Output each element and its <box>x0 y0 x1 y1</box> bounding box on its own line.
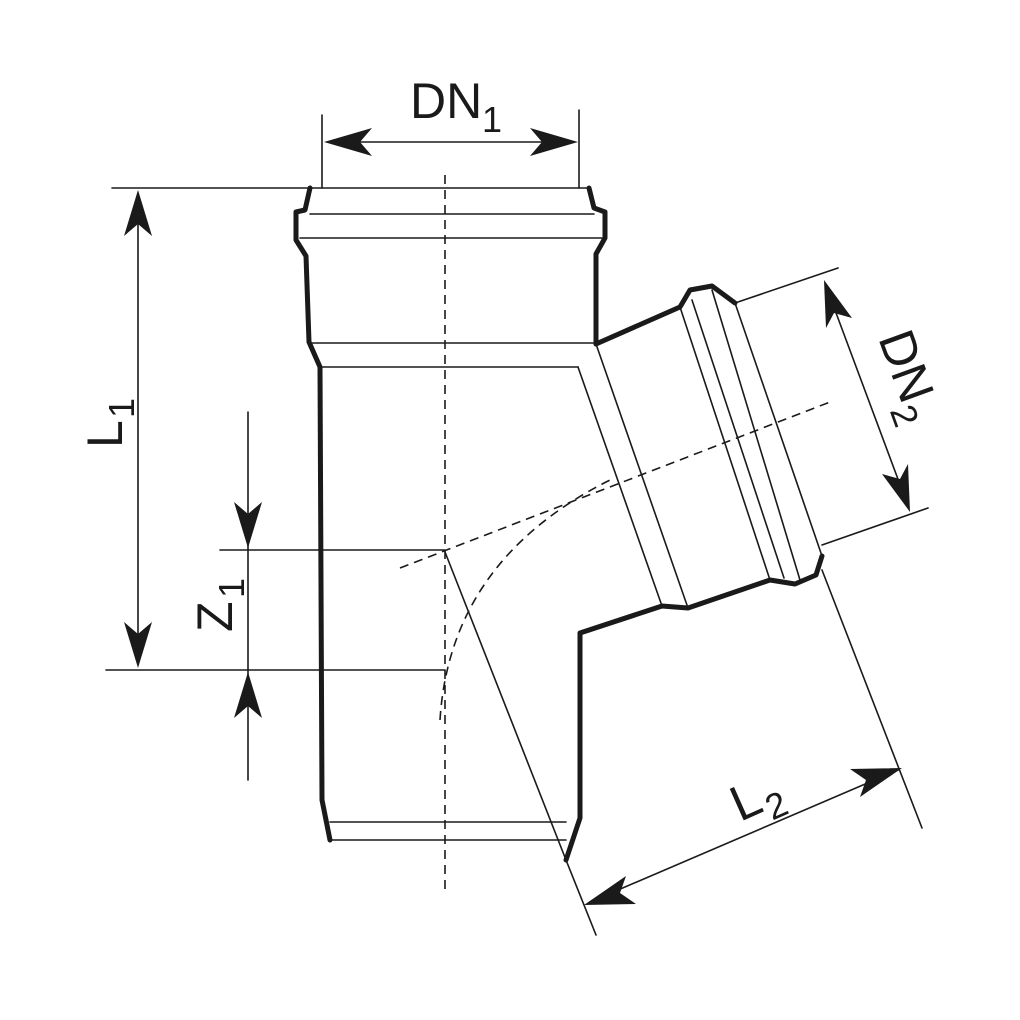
dn1-label: DN <box>410 73 482 129</box>
dn1-dimension: DN 1 <box>321 73 580 189</box>
dn2-label: DN <box>868 323 945 410</box>
l1-arrow-bottom <box>124 622 152 668</box>
dn2-dimension: DN 2 <box>734 267 945 546</box>
l2-dimension: L 2 <box>565 569 923 936</box>
branch-inner-diagonal <box>444 551 567 861</box>
l2-arrow-right <box>850 768 902 797</box>
l2-arrow-left <box>584 876 636 905</box>
z1-dimension: Z 1 <box>187 411 446 781</box>
main-pipe-right-socket-wall <box>586 185 608 347</box>
main-pipe-left-wall <box>293 185 333 843</box>
branch-ring-2 <box>679 306 771 581</box>
l2-extension-right <box>821 569 923 829</box>
branch-upper-wall <box>593 283 738 347</box>
branch-ring-3 <box>691 299 785 579</box>
dn2-arrow-top <box>824 280 852 328</box>
z1-arrow-top <box>234 502 262 548</box>
branch-pipe <box>444 283 825 863</box>
dn1-arrow-left <box>324 128 372 156</box>
dn2-dimension-line <box>825 285 909 507</box>
dn2-subscript: 2 <box>882 399 927 432</box>
z1-arrow-bottom <box>234 672 262 718</box>
dn1-arrow-right <box>530 128 578 156</box>
dn1-subscript: 1 <box>482 99 502 140</box>
branch-joint-line <box>577 366 663 607</box>
branch-ring-4 <box>711 289 801 581</box>
l1-subscript: 1 <box>101 398 142 418</box>
inner-bend-curve <box>439 479 611 721</box>
branch-centerline <box>399 401 831 569</box>
branch-ring-5 <box>734 302 823 557</box>
l1-dimension: L 1 <box>77 187 446 671</box>
centerlines <box>399 175 831 895</box>
l2-dimension-line <box>589 769 899 903</box>
dn2-extension-top <box>734 267 839 304</box>
l1-arrow-top <box>124 190 152 236</box>
main-pipe <box>293 185 608 843</box>
dn2-arrow-bottom <box>882 464 910 512</box>
dn2-extension-bottom <box>821 507 929 546</box>
l1-label: L <box>77 420 133 448</box>
z1-subscript: 1 <box>211 578 252 598</box>
l2-extension-left <box>565 859 597 936</box>
z1-label: Z <box>187 601 243 632</box>
branch-ring-1 <box>595 343 689 609</box>
